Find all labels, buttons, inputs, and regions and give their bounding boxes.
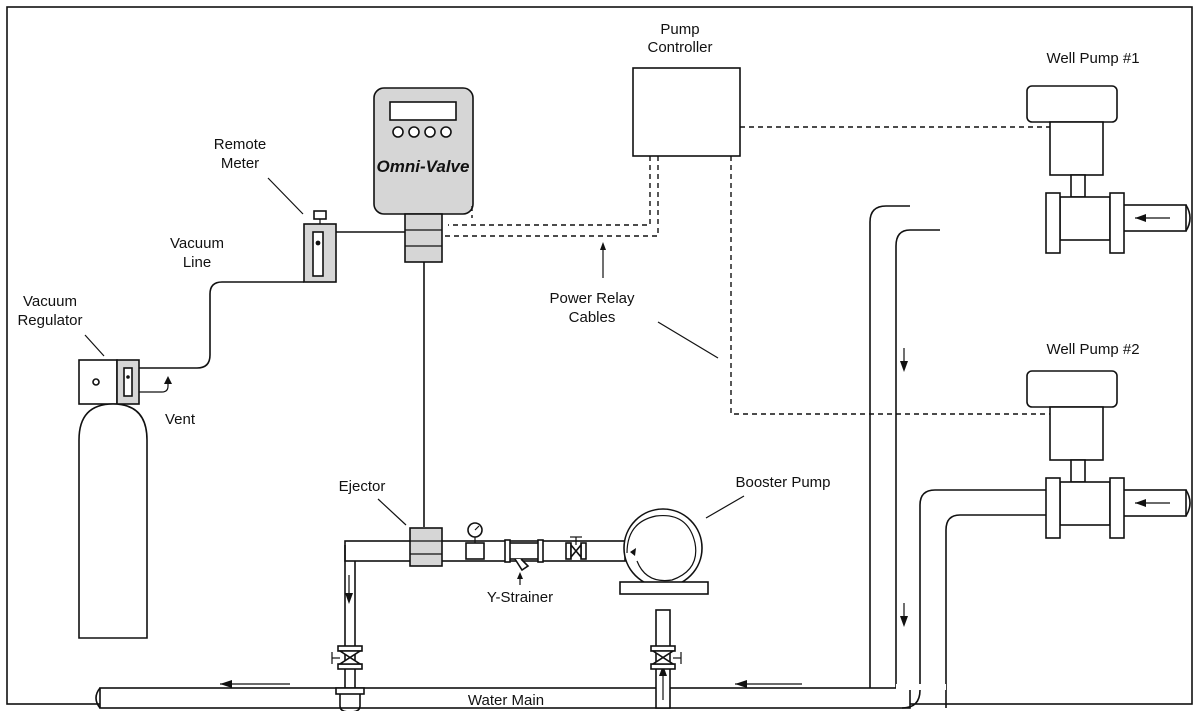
riser-2-inner bbox=[945, 514, 1060, 708]
well-pump-2-label: Well Pump #2 bbox=[1046, 341, 1139, 358]
vacuum-regulator-label-line1: Vacuum bbox=[23, 293, 77, 310]
y-strainer-body bbox=[505, 542, 543, 560]
vent-label: Vent bbox=[165, 411, 196, 428]
well-pump-1-motor bbox=[1049, 121, 1104, 176]
well-pump-1-motor-cap bbox=[1026, 85, 1118, 123]
flow-arrows bbox=[220, 214, 1170, 700]
power-relay-label-line1: Power Relay bbox=[549, 290, 635, 307]
well-pump-2-motor bbox=[1049, 406, 1104, 461]
pipe-network bbox=[95, 204, 1191, 709]
omni-valve-button-1 bbox=[392, 126, 404, 138]
ejector-body bbox=[409, 527, 443, 567]
isolation-valve-left bbox=[331, 645, 363, 670]
vacuum-line bbox=[138, 281, 304, 369]
well-pump-1-body bbox=[1059, 196, 1111, 241]
discharge-valve bbox=[570, 542, 582, 560]
y-strainer-label: Y-Strainer bbox=[487, 589, 553, 606]
vacuum-line-label-line2: Line bbox=[183, 254, 211, 271]
remote-meter-label-line2: Meter bbox=[221, 155, 259, 172]
booster-pump-label: Booster Pump bbox=[735, 474, 830, 491]
pressure-gauge-fitting bbox=[465, 542, 485, 560]
y-strainer-leg bbox=[514, 558, 530, 572]
ejector-label: Ejector bbox=[339, 478, 386, 495]
diagram-frame bbox=[6, 6, 1193, 705]
omni-valve-button-3 bbox=[424, 126, 436, 138]
well-pump-2-body bbox=[1059, 481, 1111, 526]
omni-valve-brand: Omni-Valve bbox=[377, 157, 470, 176]
riser-2-outer bbox=[901, 489, 1060, 709]
pump-controller-label-line1: Pump bbox=[660, 21, 699, 38]
power-relay-label-line2: Cables bbox=[569, 309, 616, 326]
omni-valve-button-4 bbox=[440, 126, 452, 138]
vacuum-regulator-label-line2: Regulator bbox=[17, 312, 82, 329]
riser-1-outer bbox=[869, 205, 910, 688]
omni-valve-display bbox=[389, 101, 457, 121]
gas-cylinder bbox=[78, 403, 148, 639]
omni-valve-actuator bbox=[404, 213, 443, 263]
power-relay-cables bbox=[442, 126, 1060, 415]
omni-valve-button-2 bbox=[408, 126, 420, 138]
well-pump-1-label: Well Pump #1 bbox=[1046, 50, 1139, 67]
riser-1-inner bbox=[895, 229, 940, 688]
booster-pump-base bbox=[619, 581, 709, 595]
water-main-broken-end bbox=[95, 687, 101, 709]
pump-controller-label-line2: Controller bbox=[647, 39, 712, 56]
pump-controller-box bbox=[632, 67, 741, 157]
vacuum-line-label-line1: Vacuum bbox=[170, 235, 224, 252]
ejector-main-flange bbox=[335, 687, 365, 695]
water-main-pipe bbox=[99, 687, 911, 709]
isolation-valve-booster bbox=[650, 645, 682, 670]
vent-line bbox=[139, 382, 169, 393]
remote-meter-label-line1: Remote bbox=[214, 136, 267, 153]
water-main-label: Water Main bbox=[468, 692, 544, 709]
remote-meter-knob bbox=[313, 210, 327, 220]
well-pump-2-motor-cap bbox=[1026, 370, 1118, 408]
booster-pump-impeller-curve bbox=[626, 514, 697, 582]
booster-pump-volute bbox=[623, 508, 703, 588]
